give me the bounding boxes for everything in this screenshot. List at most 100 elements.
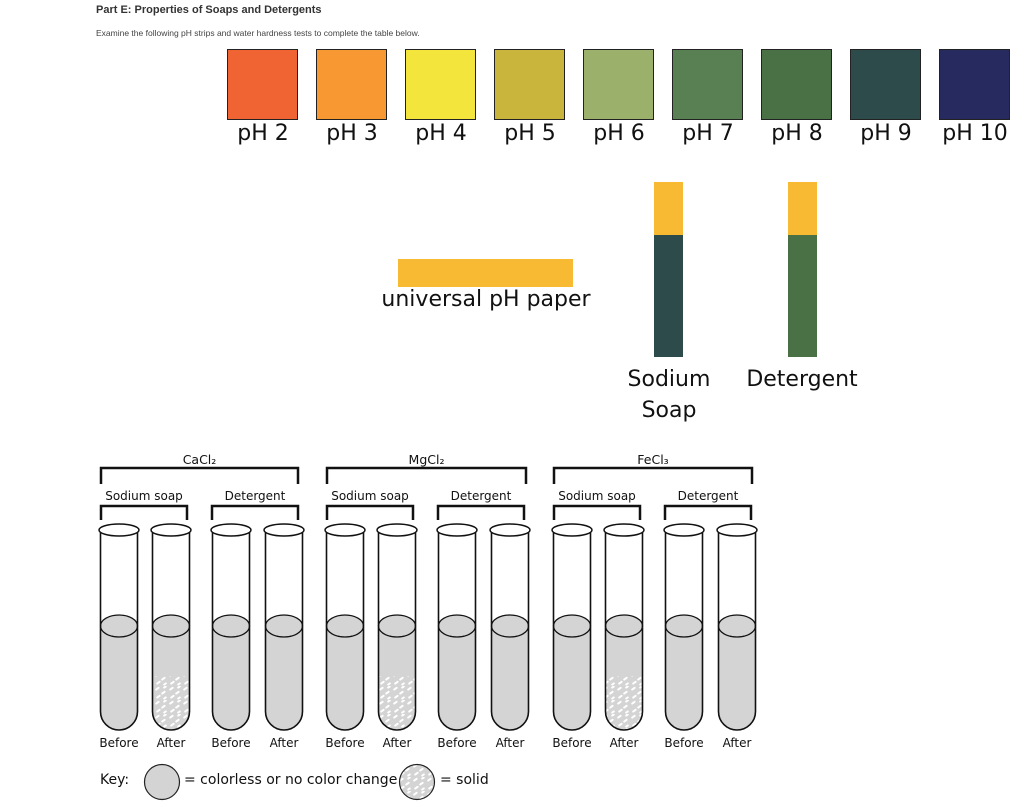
tube-label: Before bbox=[325, 736, 364, 750]
tube-rim bbox=[663, 523, 705, 537]
test-tube bbox=[437, 530, 477, 731]
ph-label: pH 8 bbox=[771, 121, 823, 146]
subgroup-bracket bbox=[436, 504, 526, 520]
subgroup-label: Detergent bbox=[451, 489, 512, 503]
tube-label: Before bbox=[437, 736, 476, 750]
tube-label: After bbox=[383, 736, 412, 750]
salt-label: MgCl₂ bbox=[409, 452, 445, 467]
tube-solid bbox=[605, 676, 643, 731]
strip-reacted-part bbox=[654, 235, 683, 357]
tube-liquid bbox=[265, 626, 303, 731]
detergent-strip bbox=[788, 182, 817, 357]
tube-label: Before bbox=[99, 736, 138, 750]
tube-liquid bbox=[326, 626, 364, 731]
ph-label: pH 9 bbox=[860, 121, 912, 146]
strip-unreacted-part bbox=[654, 182, 683, 235]
salt-bracket bbox=[552, 466, 754, 484]
salt-label: FeCl₃ bbox=[637, 452, 668, 467]
liquid-surface bbox=[211, 614, 251, 638]
tube-liquid bbox=[100, 626, 138, 731]
subgroup-label: Sodium soap bbox=[105, 489, 183, 503]
tube-label: After bbox=[270, 736, 299, 750]
ph-swatch bbox=[494, 49, 565, 120]
salt-bracket bbox=[325, 466, 528, 484]
key-colorless-label: = colorless or no color change bbox=[184, 772, 398, 788]
subgroup-bracket bbox=[552, 504, 642, 520]
subgroup-label: Detergent bbox=[678, 489, 739, 503]
ph-label: pH 7 bbox=[682, 121, 734, 146]
tube-rim bbox=[324, 523, 366, 537]
ph-swatch bbox=[761, 49, 832, 120]
ph-label: pH 3 bbox=[326, 121, 378, 146]
tube-liquid bbox=[718, 626, 756, 731]
tube-label: After bbox=[157, 736, 186, 750]
tube-rim bbox=[98, 523, 140, 537]
ph-label: pH 10 bbox=[942, 121, 1008, 146]
tube-solid bbox=[152, 676, 190, 731]
subgroup-bracket bbox=[325, 504, 415, 520]
ph-label: pH 4 bbox=[415, 121, 467, 146]
tube-rim bbox=[210, 523, 252, 537]
key-title: Key: bbox=[100, 772, 130, 788]
ph-label: pH 2 bbox=[237, 121, 289, 146]
subgroup-bracket bbox=[663, 504, 753, 520]
tube-rim bbox=[436, 523, 478, 537]
tube-label: Before bbox=[664, 736, 703, 750]
ph-label: pH 5 bbox=[504, 121, 556, 146]
test-tube bbox=[717, 530, 757, 731]
tube-rim bbox=[551, 523, 593, 537]
ph-swatch bbox=[316, 49, 387, 120]
sodium-soap-strip bbox=[654, 182, 683, 357]
liquid-surface bbox=[490, 614, 530, 638]
test-tube bbox=[151, 530, 191, 731]
tube-label: After bbox=[723, 736, 752, 750]
liquid-surface bbox=[264, 614, 304, 638]
liquid-surface bbox=[717, 614, 757, 638]
test-tube bbox=[211, 530, 251, 731]
key-solid-swatch bbox=[398, 763, 436, 801]
tube-solid bbox=[378, 676, 416, 731]
liquid-surface bbox=[604, 614, 644, 638]
tube-rim bbox=[150, 523, 192, 537]
tube-rim bbox=[716, 523, 758, 537]
liquid-surface bbox=[437, 614, 477, 638]
strip-unreacted-part bbox=[788, 182, 817, 235]
tube-rim bbox=[489, 523, 531, 537]
universal-ph-paper bbox=[398, 259, 573, 287]
test-tube bbox=[377, 530, 417, 731]
ph-swatch bbox=[939, 49, 1010, 120]
test-tube bbox=[99, 530, 139, 731]
tube-label: After bbox=[610, 736, 639, 750]
liquid-surface bbox=[99, 614, 139, 638]
ph-swatch bbox=[583, 49, 654, 120]
instructions-text: Examine the following pH strips and wate… bbox=[96, 28, 420, 38]
tube-label: After bbox=[496, 736, 525, 750]
page-title: Part E: Properties of Soaps and Detergen… bbox=[96, 4, 322, 16]
tube-liquid bbox=[438, 626, 476, 731]
liquid-surface bbox=[552, 614, 592, 638]
tube-rim bbox=[263, 523, 305, 537]
ph-swatch bbox=[850, 49, 921, 120]
tube-liquid bbox=[491, 626, 529, 731]
strip-reacted-part bbox=[788, 235, 817, 357]
subgroup-label: Sodium soap bbox=[558, 489, 636, 503]
key-solid-label: = solid bbox=[440, 772, 489, 788]
tube-liquid bbox=[665, 626, 703, 731]
liquid-surface bbox=[664, 614, 704, 638]
tube-rim bbox=[376, 523, 418, 537]
ph-swatch bbox=[405, 49, 476, 120]
tube-liquid bbox=[212, 626, 250, 731]
tube-liquid bbox=[553, 626, 591, 731]
test-tube bbox=[552, 530, 592, 731]
liquid-surface bbox=[325, 614, 365, 638]
universal-ph-paper-label: universal pH paper bbox=[381, 287, 591, 312]
test-tube bbox=[490, 530, 530, 731]
tube-label: Before bbox=[211, 736, 250, 750]
sodium-soap-strip-label: Sodium Soap bbox=[627, 367, 711, 423]
detergent-strip-label: Detergent bbox=[746, 367, 858, 392]
liquid-surface bbox=[377, 614, 417, 638]
salt-label: CaCl₂ bbox=[183, 452, 217, 467]
ph-label: pH 6 bbox=[593, 121, 645, 146]
tube-label: Before bbox=[552, 736, 591, 750]
